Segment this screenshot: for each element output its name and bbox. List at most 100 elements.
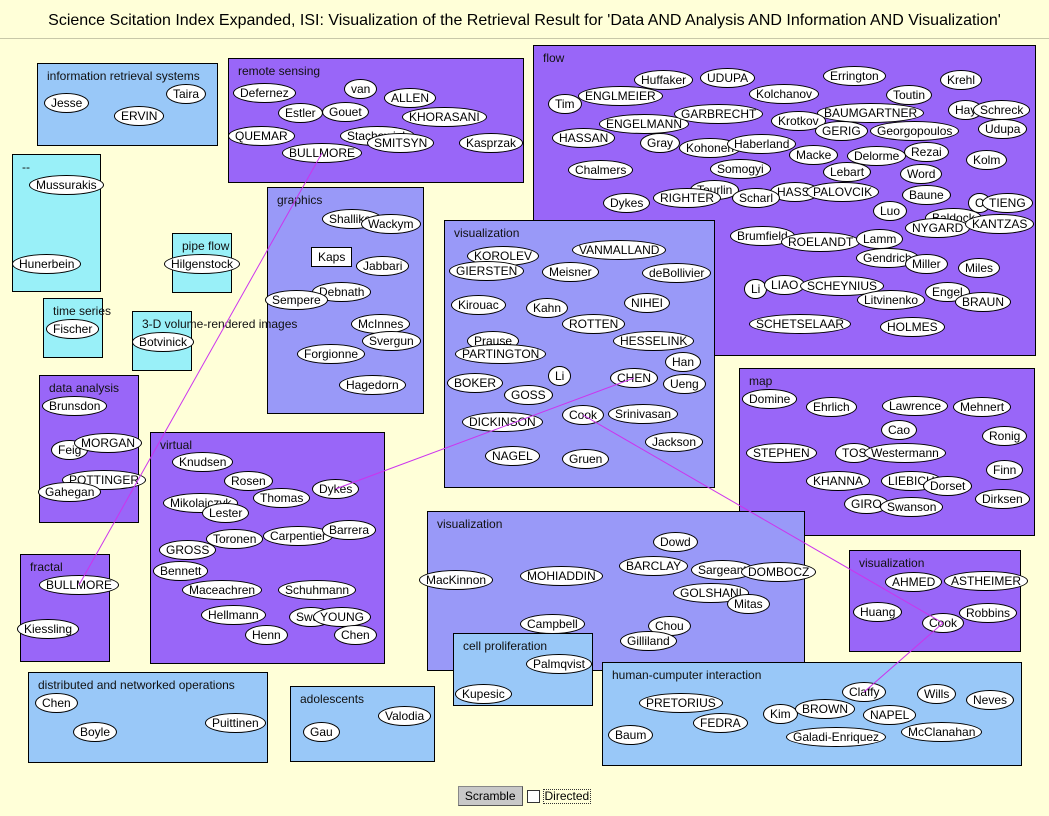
author-node[interactable]: Bennett xyxy=(153,561,209,581)
author-node[interactable]: PRETORIUS xyxy=(639,693,723,713)
author-node[interactable]: Schreck xyxy=(973,100,1031,120)
author-node[interactable]: MOHIADDIN xyxy=(520,566,603,586)
directed-checkbox[interactable] xyxy=(526,789,540,803)
author-node[interactable]: Srinivasan xyxy=(608,404,679,424)
author-node[interactable]: Han xyxy=(665,352,702,372)
author-node[interactable]: CHEN xyxy=(610,368,659,388)
author-node[interactable]: Ehrlich xyxy=(806,397,857,417)
author-node[interactable]: deBollivier xyxy=(642,263,712,283)
author-node[interactable]: KHORASANI xyxy=(402,107,487,127)
author-node[interactable]: Defernez xyxy=(233,83,296,103)
author-node[interactable]: Swanson xyxy=(880,497,944,517)
author-node[interactable]: Neves xyxy=(966,690,1015,710)
author-node[interactable]: Huffaker xyxy=(634,70,694,90)
author-node[interactable]: NIHEI xyxy=(624,293,671,313)
author-node[interactable]: Hilgenstock xyxy=(164,254,241,274)
author-node[interactable]: MacKinnon xyxy=(419,570,494,590)
author-node[interactable]: GARBRECHT xyxy=(674,104,764,124)
author-node[interactable]: GERIG xyxy=(815,121,868,141)
author-node[interactable]: PALOVCIK xyxy=(806,182,880,202)
author-node[interactable]: Chen xyxy=(35,693,78,713)
author-node[interactable]: Jesse xyxy=(44,93,90,113)
author-node[interactable]: BULLMORE xyxy=(39,575,120,595)
author-node[interactable]: Miles xyxy=(958,258,1001,278)
author-node[interactable]: KHANNA xyxy=(806,471,871,491)
author-node[interactable]: Mitas xyxy=(727,594,770,614)
author-node[interactable]: Kohonen xyxy=(679,138,742,158)
author-node[interactable]: FEDRA xyxy=(693,713,748,733)
author-node[interactable]: HESSELINK xyxy=(613,331,695,351)
author-node[interactable]: Taira xyxy=(166,84,207,104)
author-node[interactable]: Domine xyxy=(742,389,798,409)
author-node[interactable]: Cao xyxy=(881,420,918,440)
author-node[interactable]: GROSS xyxy=(159,540,217,560)
author-node[interactable]: PARTINGTON xyxy=(455,344,547,364)
author-node[interactable]: Kim xyxy=(763,704,798,724)
author-node[interactable]: Ronig xyxy=(982,426,1028,446)
author-node[interactable]: GIERSTEN xyxy=(449,261,525,281)
author-node[interactable]: Kaps xyxy=(311,247,353,267)
author-node[interactable]: van xyxy=(344,79,378,99)
author-node[interactable]: ENGELMANN xyxy=(599,114,690,134)
cluster-c15[interactable]: visualization xyxy=(849,550,1021,652)
author-node[interactable]: Fischer xyxy=(46,319,100,339)
author-node[interactable]: Palmqvist xyxy=(526,654,593,674)
author-node[interactable]: Krotkov xyxy=(771,111,826,131)
author-node[interactable]: Wackym xyxy=(361,214,421,234)
author-node[interactable]: Lamm xyxy=(856,229,904,249)
author-node[interactable]: Dirksen xyxy=(975,489,1030,509)
author-node[interactable]: BARCLAY xyxy=(619,556,689,576)
author-node[interactable]: Kolchanov xyxy=(749,84,820,104)
author-node[interactable]: Gruen xyxy=(562,449,610,469)
author-node[interactable]: Mehnert xyxy=(953,397,1012,417)
author-node[interactable]: Lebart xyxy=(823,162,872,182)
author-node[interactable]: Rosen xyxy=(224,471,273,491)
author-node[interactable]: Luo xyxy=(873,201,908,221)
author-node[interactable]: Kiessling xyxy=(17,619,80,639)
author-node[interactable]: Kasprzak xyxy=(459,133,524,153)
author-node[interactable]: STEPHEN xyxy=(746,443,817,463)
author-node[interactable]: Botvinick xyxy=(132,332,195,352)
scramble-button[interactable]: Scramble xyxy=(457,786,523,806)
author-node[interactable]: HOLMES xyxy=(880,317,945,337)
author-node[interactable]: Gahegan xyxy=(38,482,102,502)
author-node[interactable]: YOUNG xyxy=(313,607,372,627)
author-node[interactable]: Word xyxy=(900,164,943,184)
author-node[interactable]: Hellmann xyxy=(201,605,266,625)
author-node[interactable]: KANTZAS xyxy=(965,214,1035,234)
author-node[interactable]: Brunsdon xyxy=(42,396,108,416)
author-node[interactable]: ROTTEN xyxy=(562,314,626,334)
author-node[interactable]: Sempere xyxy=(265,290,328,310)
author-node[interactable]: Thomas xyxy=(253,488,311,508)
author-node[interactable]: VANMALLAND xyxy=(572,240,667,260)
author-node[interactable]: Hagedorn xyxy=(339,375,406,395)
author-node[interactable]: ASTHEIMER xyxy=(944,571,1029,591)
author-node[interactable]: Puittinen xyxy=(205,713,266,733)
author-node[interactable]: Campbell xyxy=(520,614,585,634)
author-node[interactable]: RIGHTER xyxy=(653,188,721,208)
author-node[interactable]: HASSI xyxy=(770,182,821,202)
author-node[interactable]: Lawrence xyxy=(882,396,949,416)
author-node[interactable]: Dykes xyxy=(603,193,651,213)
author-node[interactable]: GOSS xyxy=(504,385,553,405)
author-node[interactable]: Baum xyxy=(608,725,654,745)
author-node[interactable]: Gendrich xyxy=(856,248,919,268)
author-node[interactable]: Kolm xyxy=(966,150,1008,170)
author-node[interactable]: Dykes xyxy=(312,479,360,499)
author-node[interactable]: NYGARD xyxy=(905,218,971,238)
author-node[interactable]: Finn xyxy=(986,460,1024,480)
author-node[interactable]: LIAO xyxy=(764,275,806,295)
author-node[interactable]: Gau xyxy=(303,722,340,742)
author-node[interactable]: Kahn xyxy=(526,298,569,318)
author-node[interactable]: McClanahan xyxy=(901,722,983,742)
author-node[interactable]: BAUMGARTNER xyxy=(817,103,925,123)
author-node[interactable]: HASSAN xyxy=(552,128,616,148)
author-node[interactable]: Svergun xyxy=(362,331,421,351)
author-node[interactable]: NAGEL xyxy=(485,446,540,466)
author-node[interactable]: SCHETSELAAR xyxy=(749,314,852,334)
author-node[interactable]: ALLEN xyxy=(384,88,437,108)
author-node[interactable]: Cook xyxy=(562,405,605,425)
author-node[interactable]: Toutin xyxy=(886,85,933,105)
author-node[interactable]: Haberland xyxy=(727,134,797,154)
author-node[interactable]: Somogyi xyxy=(710,159,771,179)
